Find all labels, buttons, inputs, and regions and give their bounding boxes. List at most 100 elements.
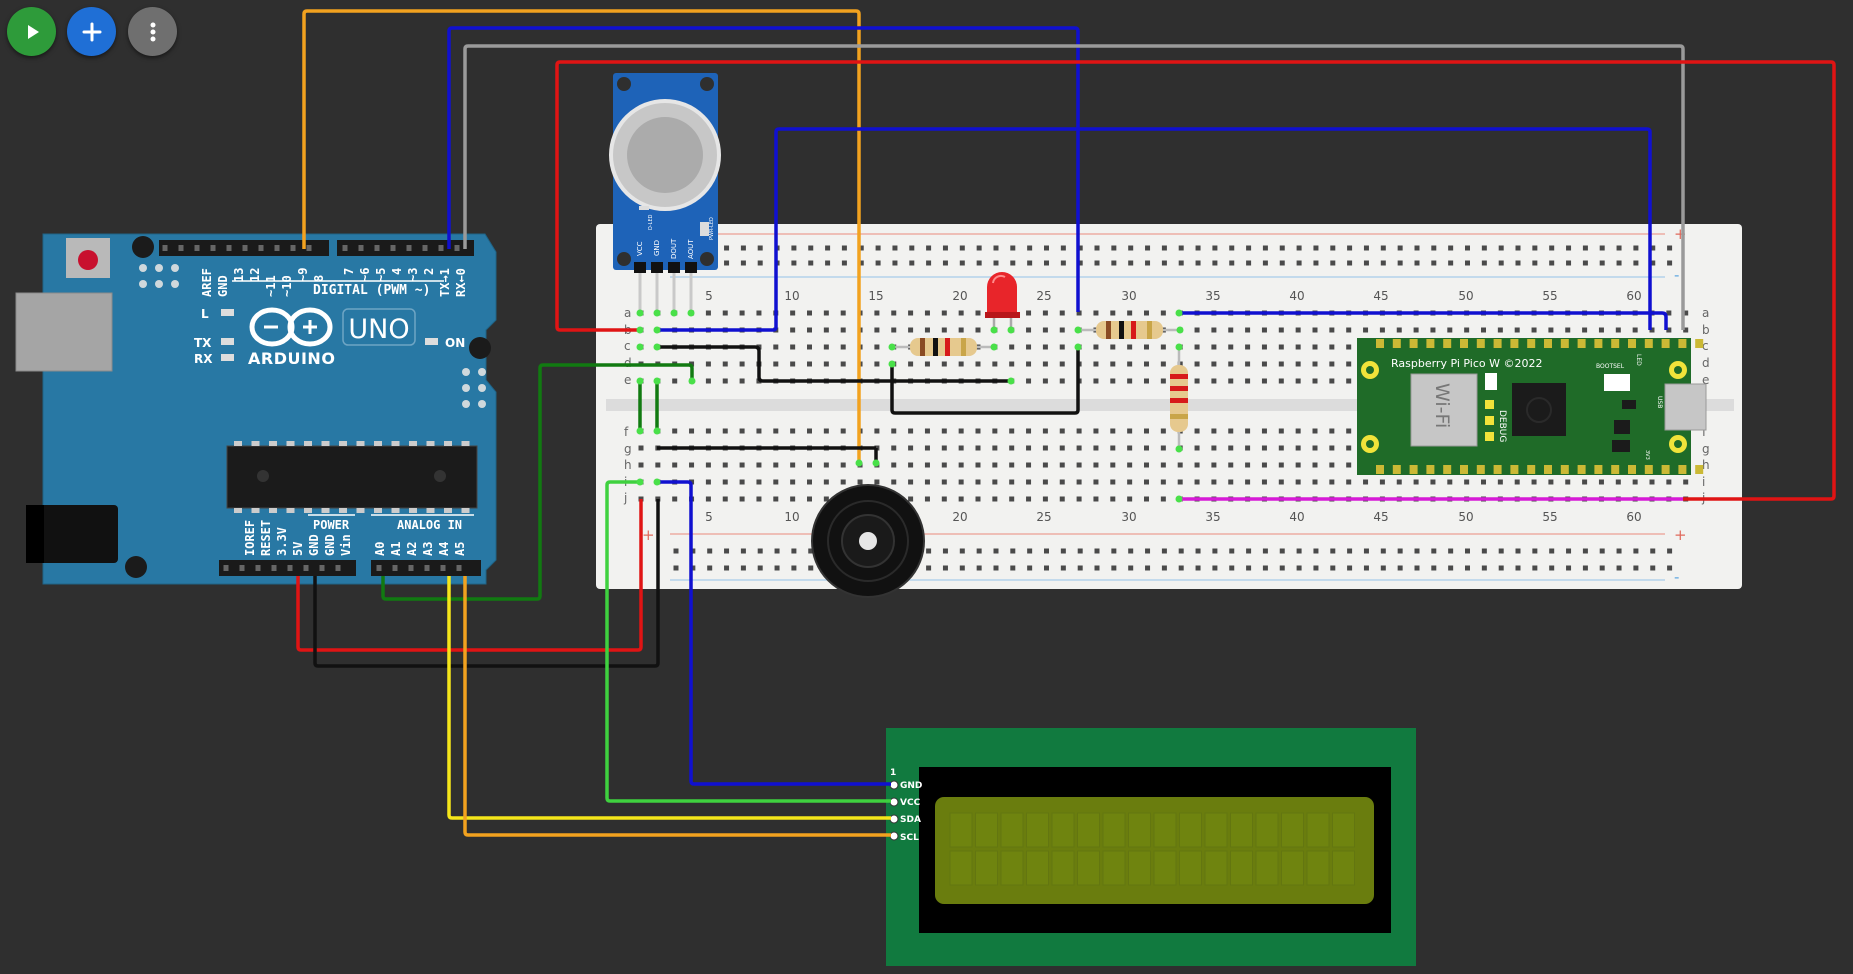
rail-hole [1060,245,1066,251]
breadboard-hole [1312,479,1318,485]
rail-plus-bottom-left: + [642,526,655,544]
pico-pin [1409,465,1418,474]
breadboard-hole [992,462,998,468]
rail-hole [875,245,881,251]
pin-label-a2: A2 [405,542,419,556]
wire-red-5v[interactable] [296,499,643,652]
rail-hole [1650,260,1656,266]
arduino-uno-board[interactable]: UNO ARDUINO L TX RX ON DIGITAL (PWM ~) P… [15,233,497,585]
connection-marker [1175,495,1183,503]
breadboard-hole [1481,327,1486,333]
rail-hole [724,245,730,251]
breadboard-hole [1093,462,1099,468]
rail-hole [1195,260,1201,266]
breadboard-hole [1110,310,1116,316]
header-pins[interactable] [162,245,462,571]
wire-dark-green-a0[interactable] [381,363,694,601]
rail-hole [1532,245,1538,251]
rail-hole [1161,260,1167,266]
reset-button[interactable] [78,250,98,270]
breadboard-hole [1598,479,1604,485]
breadboard-hole [924,428,930,434]
breadboard-hole [1649,327,1655,333]
header-pin [255,565,261,571]
breadboard-hole [941,428,947,434]
wire-black-gnd-4[interactable] [313,499,660,668]
lcd-pin-gnd: GND [900,781,922,791]
rail-hole [1414,565,1420,571]
breadboard-hole [1059,310,1065,316]
analog-pin-labels: A0 A1 A2 A3 A4 A5 [373,542,467,556]
rail-hole [976,260,982,266]
breadboard-hole [1059,428,1065,434]
raspberry-pi-pico-w[interactable]: Raspberry Pi Pico W ©2022 Wi-Fi DEBUG BO… [1357,338,1707,475]
row-label-h-right: h [1702,458,1710,472]
play-button[interactable] [7,7,56,56]
breadboard-hole [1514,327,1520,333]
breadboard-hole [1110,445,1116,451]
rail-hole [1027,548,1033,554]
chip-leg [391,441,400,446]
rail-hole [673,548,679,554]
plus-icon [82,22,101,41]
resistor-1[interactable] [892,338,994,356]
bootsel-button[interactable] [1604,374,1630,391]
sensor-pin-dout: DOUT [670,238,678,259]
rail-hole [1633,260,1639,266]
rail-hole [1128,548,1134,554]
wire-gray-d1-pico[interactable] [463,44,1685,330]
wire-green-lcd-vcc[interactable] [605,480,891,803]
col-label-40-b: 40 [1289,510,1304,524]
rail-hole [707,548,713,554]
chip-leg [444,441,452,446]
breadboard-hole [705,310,711,316]
rail-hole [1616,565,1622,571]
pico-pin [1392,339,1401,348]
lcd-cell [1153,812,1177,848]
wire-black-gnd-2[interactable] [890,347,1080,415]
rail-hole [1161,548,1167,554]
breadboard-hole [1278,327,1284,333]
breadboard-hole [992,496,998,502]
breadboard-hole [975,428,981,434]
lcd-cell [949,812,973,848]
pico-pin [1376,339,1384,348]
rail-hole [1229,245,1235,251]
red-led[interactable] [985,272,1020,330]
lcd-cell [1230,812,1253,848]
piezo-buzzer[interactable] [811,484,925,598]
board-brand: ARDUINO [248,349,335,368]
resistor-3[interactable] [1170,347,1188,449]
wire-blue-d2[interactable] [447,26,1080,312]
wires[interactable] [296,9,1836,837]
wire-orange-d9-buzzer[interactable] [302,9,861,463]
header-pin [374,245,380,251]
breadboard-hole [1160,445,1166,451]
resistor-2[interactable] [1078,321,1180,339]
more-menu-button[interactable] [128,7,177,56]
lcd-cell [1204,812,1228,848]
wire-yellow-sda[interactable] [447,576,891,820]
breadboard-hole [874,479,880,485]
breadboard-hole [823,479,829,485]
add-part-button[interactable] [67,7,116,56]
connection-marker [653,343,661,351]
breadboard-hole [891,310,897,316]
wire-blue-sensor-pico[interactable] [657,127,1652,332]
breadboard-hole [874,361,880,367]
lcd-1602-i2c[interactable]: 1 GND VCC SDA SCL [886,728,1416,966]
wire-orange-scl[interactable] [463,576,891,837]
gas-sensor-module[interactable]: D-LED PWR-LED VCC GND DOUT AOUT [609,73,721,313]
breadboard-hole [1026,479,1032,485]
wire-blue-rail[interactable] [1179,311,1668,330]
breadboard-hole [1042,310,1048,316]
pico-pin [1510,465,1519,474]
breadboard-hole [1481,479,1486,485]
digital-header-right[interactable] [337,240,474,256]
wire-black-gnd-1[interactable] [657,345,1011,383]
breadboard-hole [773,344,779,350]
wire-blue-lcd-gnd[interactable] [657,480,891,786]
wire-red-power[interactable] [555,60,1836,501]
breadboard-hole [1026,496,1032,502]
